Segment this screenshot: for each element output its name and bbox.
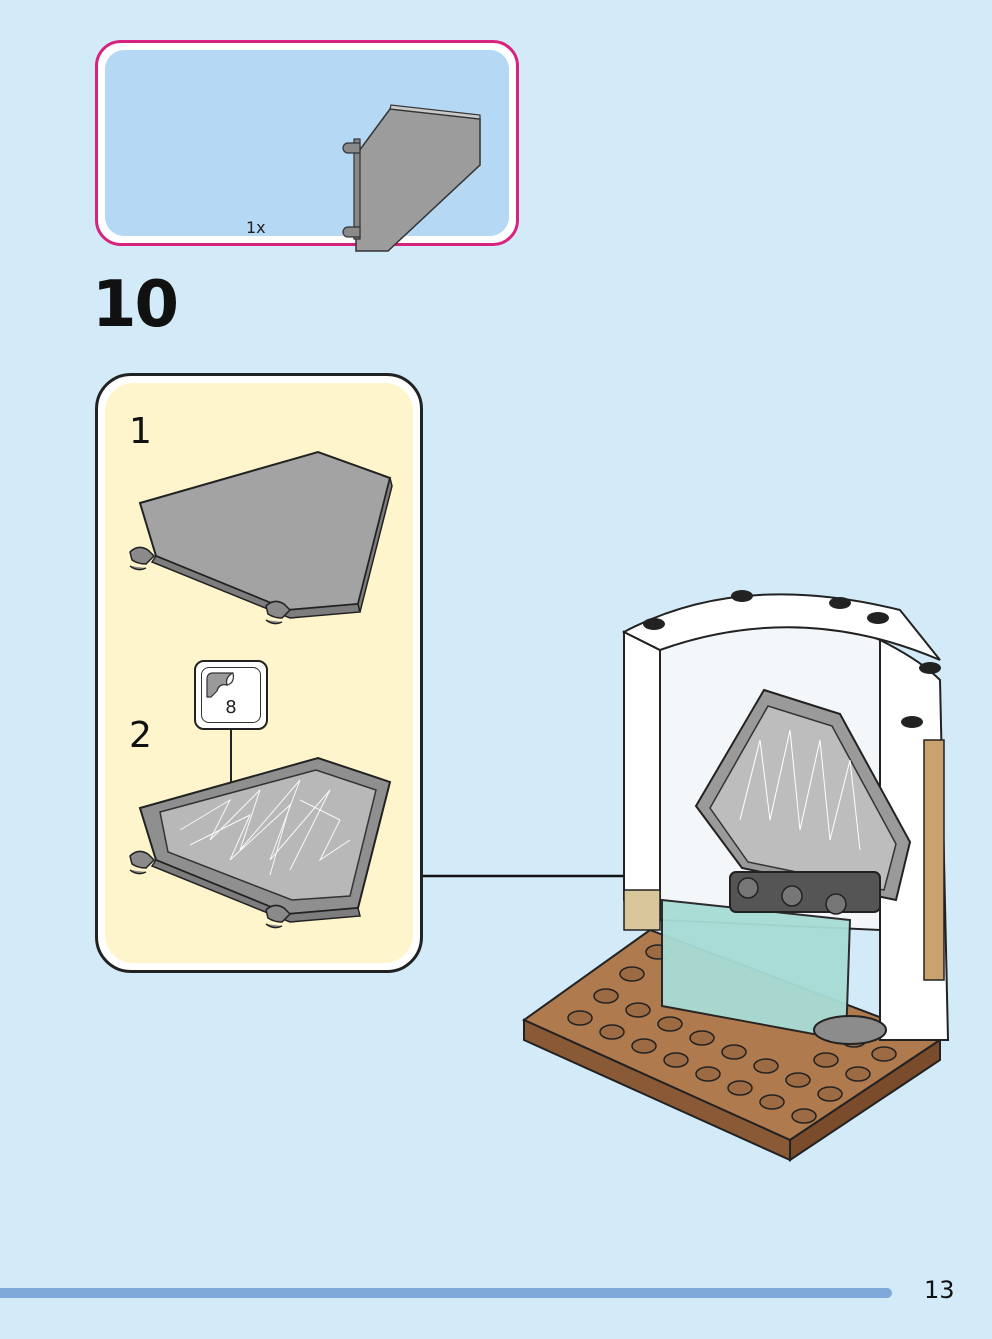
- page-number: 13: [924, 1276, 955, 1304]
- parts-list-inner: 1x: [105, 50, 509, 252]
- substep-1-number: 1: [129, 411, 152, 452]
- sticker-frame: 8: [201, 667, 261, 723]
- sticker-number: 8: [225, 697, 237, 718]
- panel-piece-icon: [342, 104, 481, 252]
- substep-2-number: 2: [129, 715, 152, 756]
- footer-bar: [0, 1288, 892, 1298]
- sticker-callout: 8: [194, 660, 268, 730]
- step-number: 10: [92, 268, 179, 342]
- sticker-icon: [206, 672, 234, 698]
- part-quantity: 1x: [246, 218, 266, 237]
- parts-list-box: 1x: [95, 40, 519, 252]
